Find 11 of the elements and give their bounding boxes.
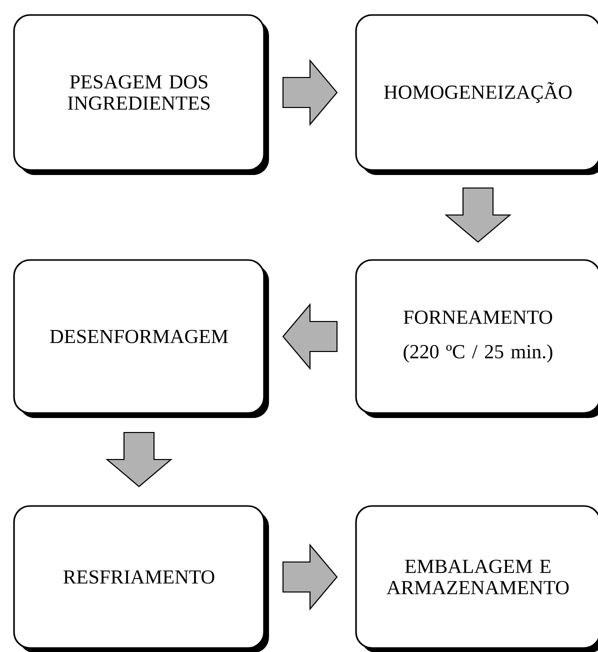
block-arrow — [444, 187, 512, 243]
block-arrow — [282, 544, 338, 610]
block-arrow — [282, 59, 338, 126]
process-box: PESAGEM DOS INGREDIENTES — [13, 14, 269, 175]
process-box: FORNEAMENTO (220 ºC / 25 min.) — [355, 259, 598, 418]
process-box: RESFRIAMENTO — [13, 505, 269, 652]
process-box: DESENFORMAGEM — [13, 259, 269, 418]
process-box: HOMOGENEIZAÇÃO — [355, 14, 598, 175]
block-arrow — [282, 303, 338, 370]
process-box: EMBALAGEM E ARMAZENAMENTO — [355, 505, 598, 652]
block-arrow — [106, 432, 172, 488]
